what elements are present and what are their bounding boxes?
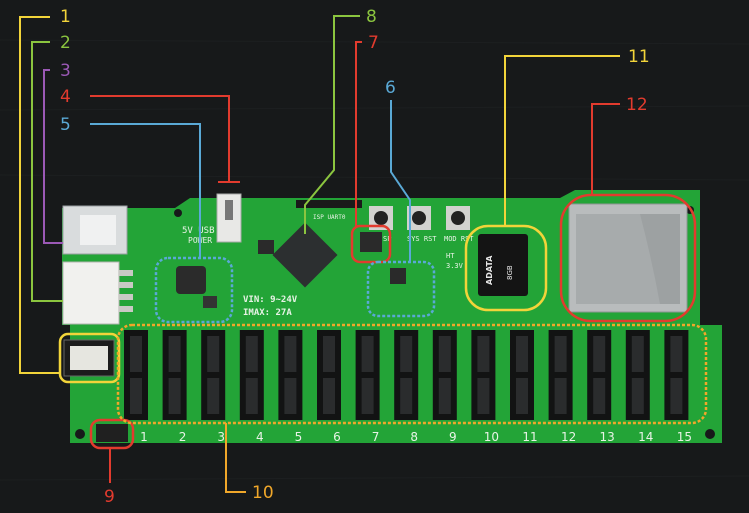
slot-number-label: 11 xyxy=(522,430,537,444)
sd-slot-notch xyxy=(640,214,680,304)
expansion-slot xyxy=(162,330,187,420)
expansion-slot xyxy=(355,330,380,420)
leader-1 xyxy=(19,16,60,374)
wood-grain xyxy=(0,39,749,481)
regulator-chip xyxy=(203,296,217,308)
callout-number-5: 5 xyxy=(60,115,71,135)
power-connector xyxy=(62,261,120,325)
mod-rst-label: MOD RST xyxy=(444,235,474,243)
leader-10 xyxy=(225,423,246,493)
expansion-slot xyxy=(201,330,226,420)
main-mcu-chip xyxy=(272,222,338,288)
expansion-slot xyxy=(394,330,419,420)
expansion-slots xyxy=(124,330,689,420)
expansion-slot xyxy=(124,330,148,420)
sd-card-brand: ADATA xyxy=(485,255,494,285)
expansion-slot xyxy=(625,330,650,420)
bottom-regulator xyxy=(96,424,128,442)
isp-uart-header xyxy=(296,200,362,208)
callout-number-7: 7 xyxy=(368,33,379,53)
callout-number-9: 9 xyxy=(104,487,115,507)
highlight-12-sd-slot xyxy=(559,193,697,323)
power-switch-lever xyxy=(225,200,233,220)
isp-uart-label: ISP UART0 xyxy=(313,214,346,221)
callout-number-2: 2 xyxy=(60,33,71,53)
fuse-label xyxy=(70,346,108,370)
leader-8 xyxy=(304,15,360,234)
highlight-7-chip xyxy=(350,224,392,264)
slot-number-label: 13 xyxy=(600,430,615,444)
leader-5 xyxy=(90,123,201,258)
leader-2 xyxy=(31,41,63,302)
leader-6 xyxy=(390,100,411,262)
callout-number-6: 6 xyxy=(385,78,396,98)
slot-number-label: 6 xyxy=(333,430,341,444)
slot-number-label: 10 xyxy=(484,430,499,444)
expansion-slot xyxy=(317,330,341,420)
highlight-6-circuit xyxy=(366,260,436,318)
highlight-5-power-circuit xyxy=(154,256,234,324)
imax-label: IMAX: 27A xyxy=(243,308,292,318)
slot-number-label: 9 xyxy=(449,430,457,444)
usb-b-port xyxy=(80,215,116,245)
callout-numbers: 1 2 3 4 5 6 7 8 9 10 11 12 xyxy=(60,7,650,507)
small-chip xyxy=(258,240,274,254)
callout-number-8: 8 xyxy=(366,7,377,27)
slot-number-label: 5 xyxy=(295,430,303,444)
small-chip xyxy=(390,268,406,284)
leader-12 xyxy=(591,103,620,195)
mount-hole xyxy=(174,209,182,217)
usb-label: 5V USB xyxy=(182,226,215,236)
leader-3 xyxy=(43,69,63,244)
leader-11 xyxy=(504,55,620,226)
callout-leader-lines xyxy=(19,15,620,493)
callout-number-12: 12 xyxy=(626,95,648,115)
callout-number-4: 4 xyxy=(60,87,71,107)
pcb-board xyxy=(62,190,722,443)
mount-hole xyxy=(75,429,85,439)
slot-number-label: 8 xyxy=(410,430,418,444)
slot-number-label: 2 xyxy=(179,430,187,444)
expansion-slot xyxy=(432,330,457,420)
expansion-slot xyxy=(239,330,264,420)
sd-card-capacity: 8GB xyxy=(506,265,514,280)
expansion-slot xyxy=(548,330,573,420)
callout-number-11: 11 xyxy=(628,47,650,67)
slot-number-label: 12 xyxy=(561,430,576,444)
slot-number-label: 1 xyxy=(140,430,148,444)
slot-number-label: 7 xyxy=(372,430,380,444)
expansion-slot xyxy=(471,330,496,420)
callout-number-10: 10 xyxy=(252,483,274,503)
leader-4 xyxy=(90,95,230,182)
mount-hole xyxy=(705,429,715,439)
slot-number-label: 4 xyxy=(256,430,264,444)
slot-number-label: 14 xyxy=(638,430,653,444)
expansion-slot xyxy=(664,330,689,420)
leader-7 xyxy=(355,41,362,226)
inductor xyxy=(176,266,206,294)
callout-number-1: 1 xyxy=(60,7,71,27)
expansion-slot xyxy=(278,330,303,420)
slot-number-label: 15 xyxy=(677,430,692,444)
ht-label: HT xyxy=(446,252,455,260)
v33-label: 3.3V xyxy=(446,262,464,270)
expansion-slot xyxy=(587,330,612,420)
isp-btn-label: SP xyxy=(383,235,391,243)
vin-label: VIN: 9~24V xyxy=(243,295,298,305)
highlight-10-slots xyxy=(116,323,708,425)
expansion-slot xyxy=(510,330,534,420)
small-chip xyxy=(360,232,382,252)
micro-sd-card xyxy=(478,234,528,296)
highlight-9-regulator xyxy=(89,418,135,450)
slot-number-label: 3 xyxy=(217,430,225,444)
pcb-right-tab xyxy=(700,325,722,443)
power-connector-pins xyxy=(119,270,133,312)
callout-number-3: 3 xyxy=(60,61,71,81)
sys-rst-label: SYS RST xyxy=(407,235,437,243)
